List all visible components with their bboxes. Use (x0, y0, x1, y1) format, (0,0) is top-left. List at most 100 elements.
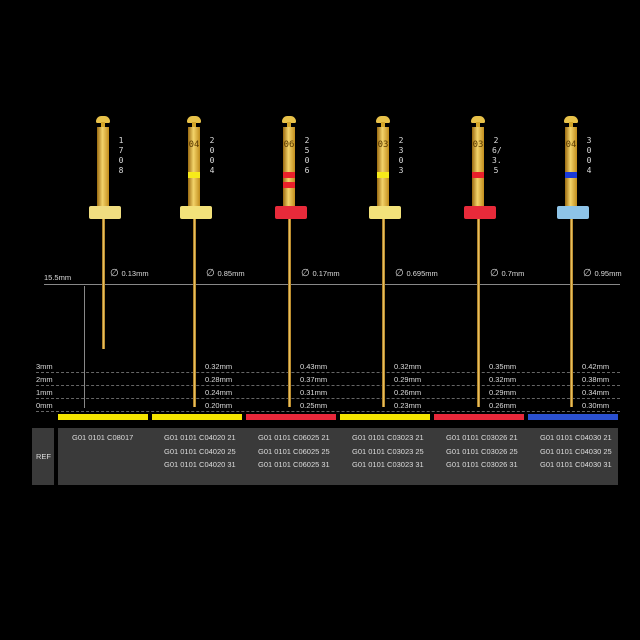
ref-table (58, 428, 618, 485)
file-collar (557, 206, 589, 219)
row-label-2mm: 2mm (36, 375, 53, 384)
taper-number: 06 (283, 140, 295, 150)
file-handle-cap (282, 116, 296, 123)
measure-value: 0.31mm (300, 388, 328, 397)
ref-code: G01 0101 C04020 25 (164, 446, 236, 456)
measure-value: 0.26mm (394, 388, 422, 397)
length-line (44, 284, 620, 285)
file-shaft (97, 127, 109, 209)
measure-value: 0.35mm (489, 362, 517, 371)
row-line-0mm (36, 411, 620, 412)
file-handle-cap (376, 116, 390, 123)
ref-code: G01 0101 C03026 31 (446, 460, 518, 469)
ref-label-box: REF (32, 428, 54, 485)
measure-value: 0.32mm (394, 362, 422, 371)
file-handle-neck (287, 122, 291, 127)
measure-value: 0.28mm (205, 375, 233, 384)
row-line-3mm (36, 372, 620, 373)
measure-value: 0.29mm (394, 375, 422, 384)
ref-code: G01 0101 C06025 25 (258, 446, 330, 456)
ref-code: G01 0101 C03023 31 (352, 460, 424, 469)
diameter-label: ∅ 0.17mm (301, 268, 340, 279)
size-code: 1708 (118, 136, 124, 175)
taper-number: 04 (188, 140, 200, 150)
length-label: 15.5mm (44, 273, 72, 282)
size-code: 2303 (398, 136, 404, 175)
diameter-label: ∅ 0.7mm (490, 268, 524, 279)
ref-code: G01 0101 C08017 (72, 433, 134, 442)
color-bar (246, 414, 336, 420)
file-shaft (188, 127, 200, 209)
ref-label: REF (36, 452, 51, 461)
file-handle-cap (187, 116, 201, 123)
file-needle (570, 219, 573, 407)
ref-code: G01 0101 C06025 31 (258, 460, 330, 469)
color-bar (434, 414, 524, 420)
color-band (472, 172, 484, 178)
color-band (377, 172, 389, 178)
measure-value: 0.42mm (582, 362, 610, 371)
size-code: 3004 (586, 136, 592, 175)
file-shaft (283, 127, 295, 209)
measure-value: 0.26mm (489, 401, 517, 410)
file-handle-neck (381, 122, 385, 127)
row-label-0mm: 0mm (36, 401, 53, 410)
file-shaft (377, 127, 389, 209)
measure-value: 0.23mm (394, 401, 422, 410)
row-label-3mm: 3mm (36, 362, 53, 371)
ref-code: G01 0101 C04020 31 (164, 460, 236, 469)
color-bar (340, 414, 430, 420)
row-label-1mm: 1mm (36, 388, 53, 397)
file-handle-cap (471, 116, 485, 123)
color-band (283, 182, 295, 188)
measure-value: 0.38mm (582, 375, 610, 384)
file-shaft (565, 127, 577, 209)
ref-code: G01 0101 C04020 21 (164, 433, 236, 442)
measure-value: 0.34mm (582, 388, 610, 397)
color-bar (528, 414, 618, 420)
diameter-icon: ∅ (301, 268, 313, 279)
file-handle-neck (569, 122, 573, 127)
diameter-value: 0.17mm (312, 269, 340, 278)
file-handle-cap (564, 116, 578, 123)
taper-number: 03 (377, 140, 389, 150)
color-band (283, 172, 295, 178)
taper-number: 03 (472, 140, 484, 150)
diameter-label: ∅ 0.95mm (583, 268, 622, 279)
size-code: 26/3.5 (492, 136, 502, 175)
file-needle (382, 219, 385, 407)
diameter-value: 0.95mm (594, 269, 622, 278)
file-collar (89, 206, 121, 219)
measure-value: 0.37mm (300, 375, 328, 384)
file-needle (193, 219, 196, 407)
file-needle (102, 219, 105, 349)
file-collar (275, 206, 307, 219)
file-collar (369, 206, 401, 219)
color-band (188, 172, 200, 178)
size-code: 2004 (209, 136, 215, 175)
color-band (565, 172, 577, 178)
ref-code: G01 0101 C03026 25 (446, 446, 518, 456)
measure-value: 0.25mm (300, 401, 328, 410)
taper-number: 04 (565, 140, 577, 150)
file-handle-neck (476, 122, 480, 127)
measure-value: 0.32mm (205, 362, 233, 371)
file-collar (464, 206, 496, 219)
ref-code: G01 0101 C04030 31 (540, 460, 612, 469)
diameter-value: 0.7mm (501, 269, 525, 278)
file-handle-cap (96, 116, 110, 123)
ref-code: G01 0101 C03023 25 (352, 446, 424, 456)
ref-code: G01 0101 C06025 21 (258, 433, 330, 442)
diameter-value: 0.85mm (217, 269, 245, 278)
measure-value: 0.20mm (205, 401, 233, 410)
row-line-2mm (36, 385, 620, 386)
diameter-icon: ∅ (395, 268, 407, 279)
measure-value: 0.30mm (582, 401, 610, 410)
diameter-label: ∅ 0.85mm (206, 268, 245, 279)
diameter-icon: ∅ (110, 268, 122, 279)
file-needle (288, 219, 291, 407)
diameter-icon: ∅ (583, 268, 595, 279)
ref-code: G01 0101 C04030 21 (540, 433, 612, 442)
diameter-value: 0.695mm (406, 269, 438, 278)
row-line-1mm (36, 398, 620, 399)
